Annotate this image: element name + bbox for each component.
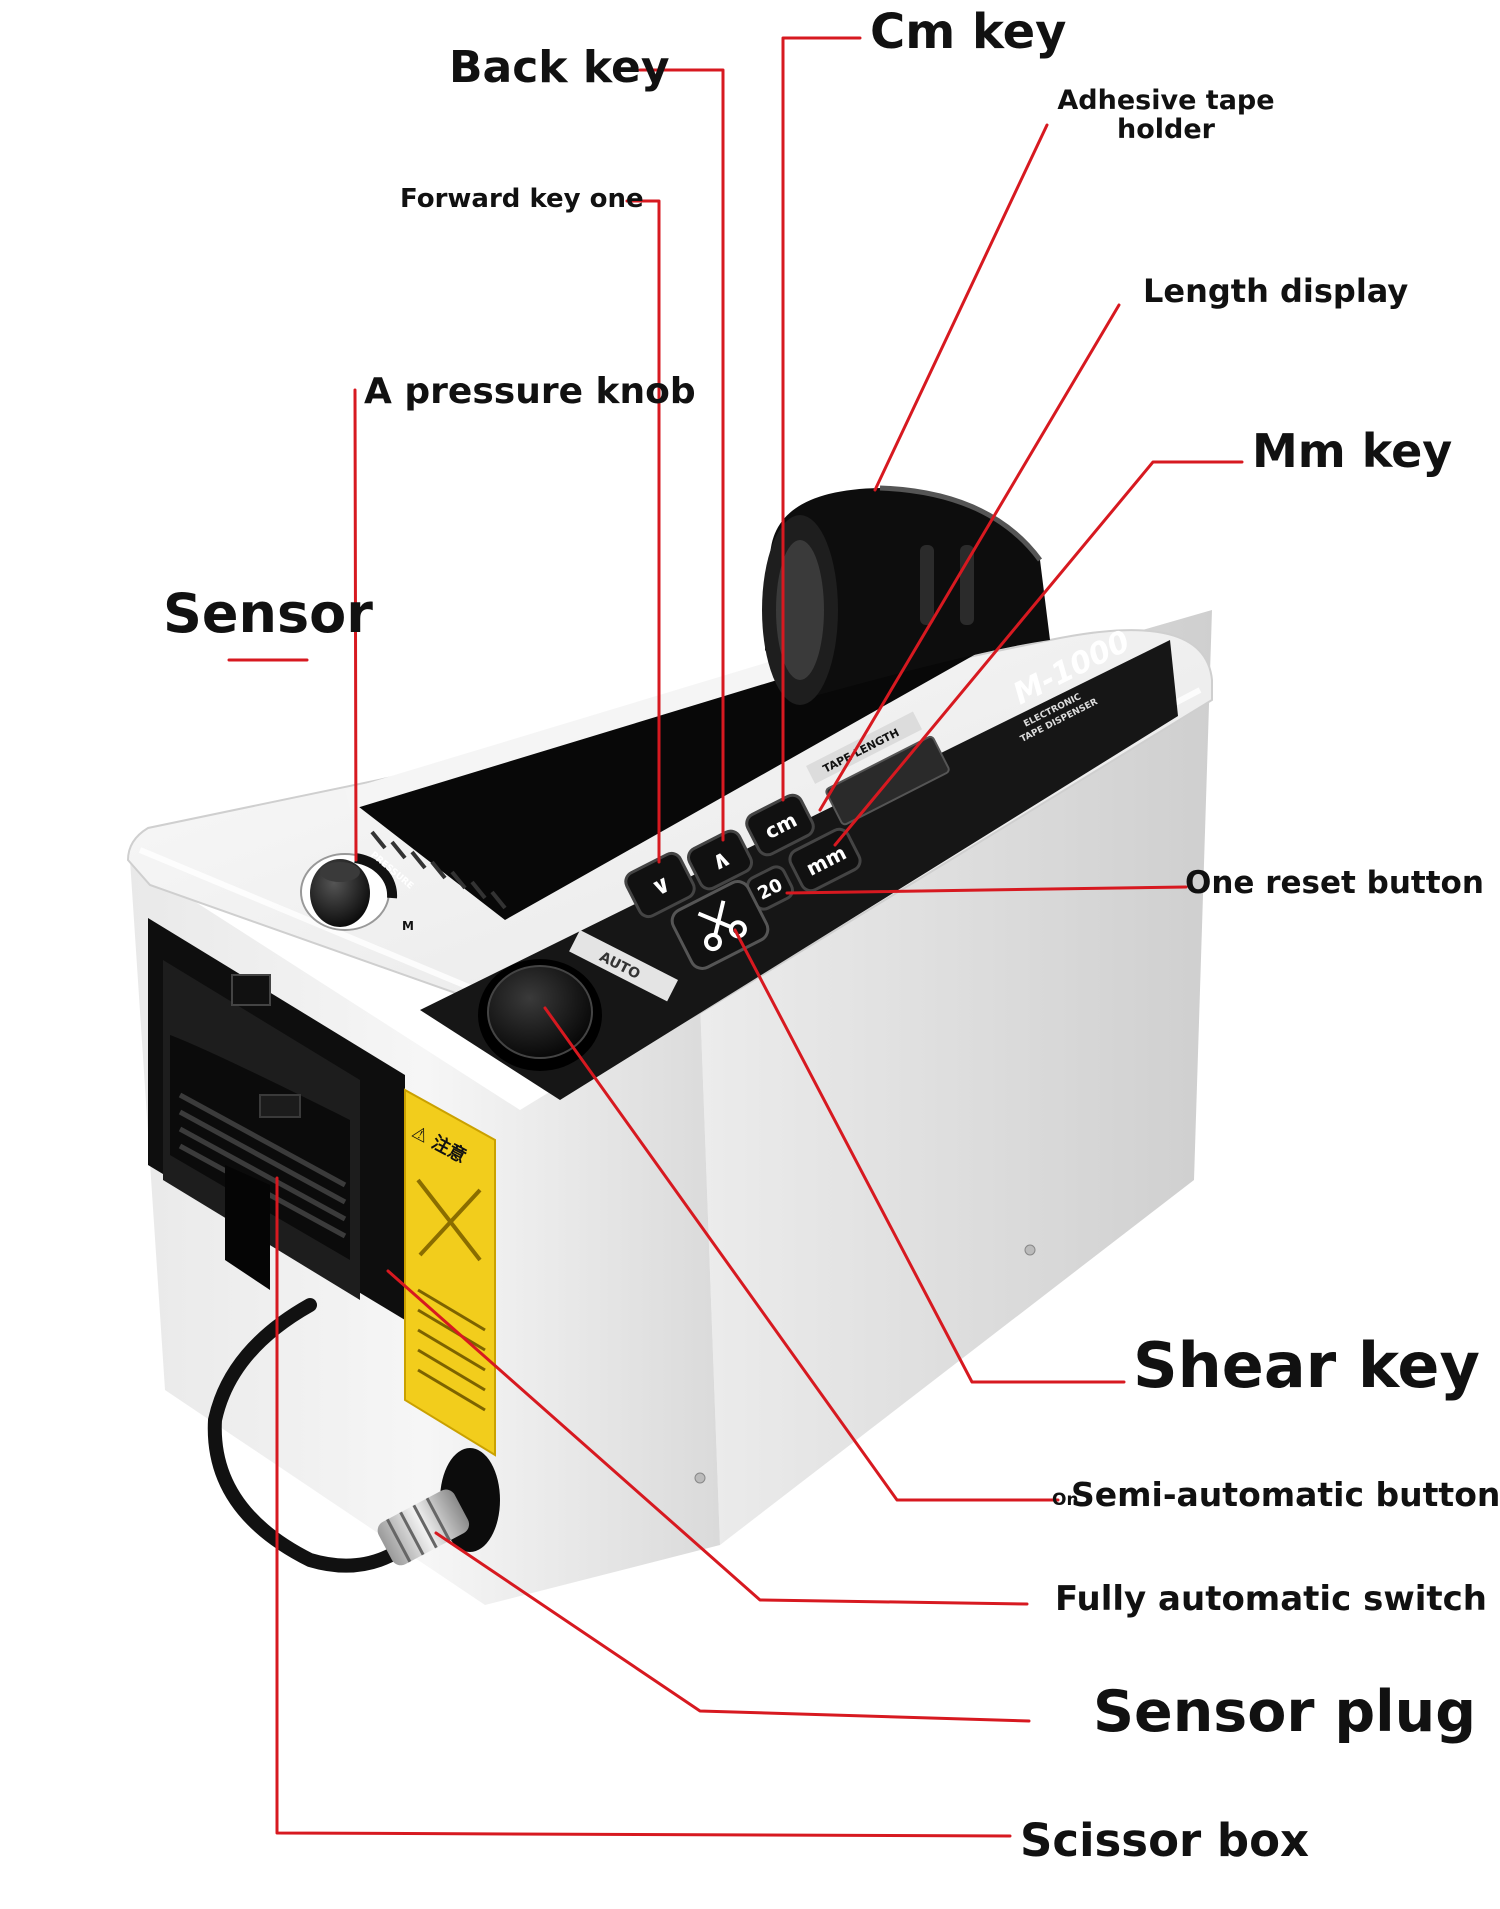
label-mm-key: Mm key: [1252, 424, 1452, 478]
label-semi-automatic-button: Semi-automatic button: [1071, 1475, 1500, 1514]
tape-dispenser-illustration: M-1000 ELECTRONIC TAPE DISPENSER TAPE LE…: [128, 488, 1212, 1605]
label-adhesive-tape-holder-line2: holder: [1117, 114, 1216, 145]
warning-sticker: ⚠ 注意: [405, 1090, 495, 1455]
screw: [695, 1473, 705, 1483]
label-length-display: Length display: [1143, 272, 1408, 310]
label-adhesive-tape-holder-line1: Adhesive tape: [1057, 85, 1274, 116]
label-pressure-knob: A pressure knob: [364, 371, 696, 412]
label-shear-key: Shear key: [1133, 1329, 1480, 1402]
leader-line-adhesive-tape-holder: [875, 125, 1047, 490]
semi-automatic-round-button[interactable]: [478, 959, 602, 1071]
label-sensor-plug: Sensor plug: [1093, 1679, 1476, 1745]
label-sensor: Sensor: [163, 582, 373, 645]
label-forward-key-one: Forward key one: [400, 184, 644, 214]
label-back-key: Back key: [449, 42, 670, 93]
label-cm-key: Cm key: [870, 4, 1066, 60]
screw: [1025, 1245, 1035, 1255]
label-one-reset-button: One reset button: [1185, 865, 1484, 901]
label-scissor-box: Scissor box: [1020, 1814, 1309, 1867]
knob-mark: M: [402, 919, 414, 933]
label-fully-automatic-switch: Fully automatic switch: [1055, 1579, 1487, 1619]
